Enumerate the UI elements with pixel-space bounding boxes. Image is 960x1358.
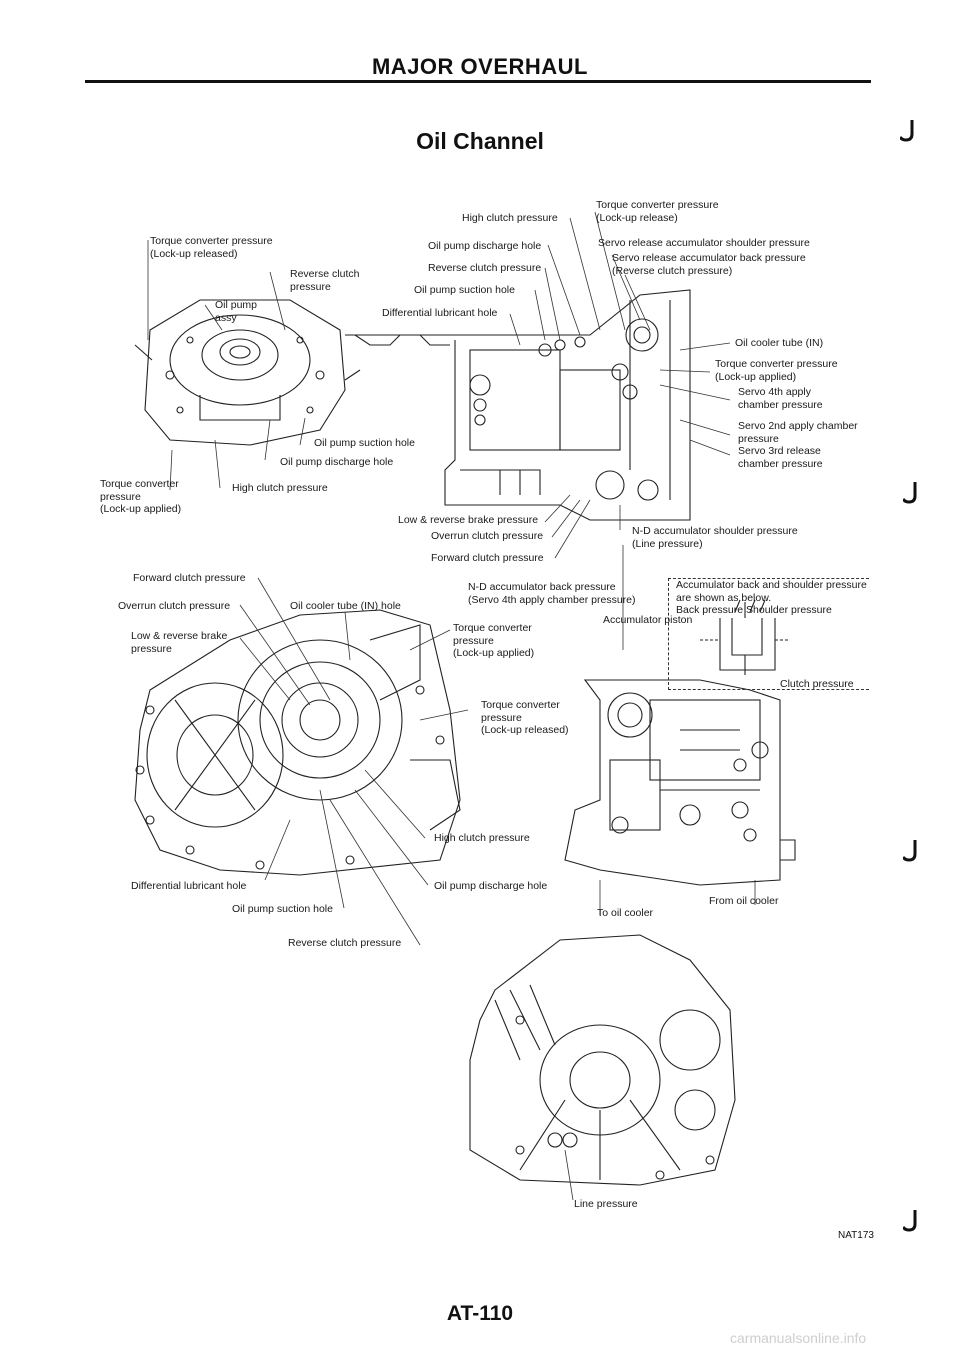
binding-mark-icon — [903, 482, 917, 504]
label-pump-discharge: Oil pump discharge hole — [280, 456, 394, 468]
label-pump-suction-top: Oil pump suction hole — [414, 284, 515, 296]
valve-body-middle-drawing — [564, 679, 796, 886]
page-title: Oil Channel — [416, 128, 544, 154]
page-number: AT-110 — [446, 1302, 514, 1325]
binding-mark-icon — [903, 840, 917, 862]
label-torque-release-right: Torque converter pressure (Lock-up relea… — [596, 199, 719, 224]
label-torque-released: Torque converter pressure (Lock-up relea… — [150, 235, 273, 260]
label-overrun-mid: Overrun clutch pressure — [118, 600, 231, 612]
label-reverse-clutch-mid: Reverse clutch pressure — [288, 937, 402, 949]
label-forward-top: Forward clutch pressure — [431, 552, 544, 564]
label-high-clutch: High clutch pressure — [232, 482, 328, 494]
label-overrun-top: Overrun clutch pressure — [431, 530, 544, 542]
label-pump-discharge-top: Oil pump discharge hole — [428, 240, 542, 252]
label-torque-applied: Torque converter pressure (Lock-up appli… — [100, 478, 182, 515]
label-servo-release-shoulder: Servo release accumulator shoulder press… — [598, 237, 810, 249]
label-pump-discharge-mid: Oil pump discharge hole — [434, 880, 548, 892]
label-accumulator-note: Accumulator back and shoulder pressure a… — [676, 579, 867, 616]
oil-pump-assembly-drawing — [134, 299, 361, 446]
header-rule — [85, 80, 871, 83]
label-low-reverse-top: Low & reverse brake pressure — [398, 514, 539, 526]
label-low-reverse-mid: Low & reverse brake pressure — [131, 630, 228, 655]
label-diff-lubricant-mid: Differential lubricant hole — [131, 880, 247, 892]
label-forward-mid: Forward clutch pressure — [133, 572, 246, 584]
label-servo-2nd: Servo 2nd apply chamber pressure — [738, 420, 858, 445]
label-torque-released-mid: Torque converter pressure (Lock-up relea… — [481, 699, 569, 736]
accumulator-note-box — [668, 578, 869, 690]
label-servo-4th: Servo 4th apply chamber pressure — [738, 386, 823, 411]
label-pump-suction: Oil pump suction hole — [314, 437, 415, 449]
label-torque-applied-right: Torque converter pressure (Lock-up appli… — [715, 358, 838, 383]
label-line-pressure: Line pressure — [574, 1198, 638, 1210]
label-reverse-clutch: Reverse clutch pressure — [290, 268, 360, 293]
label-nd-back: N-D accumulator back pressure (Servo 4th… — [468, 581, 636, 606]
transaxle-case-drawing — [134, 609, 461, 876]
label-nd-shoulder: N-D accumulator shoulder pressure (Line … — [632, 525, 798, 550]
label-clutch-pressure: Clutch pressure — [780, 678, 854, 690]
accumulator-piston-drawing — [700, 599, 790, 675]
label-cooler-hole: Oil cooler tube (IN) hole — [290, 600, 401, 612]
label-from-oil-cooler: From oil cooler — [709, 895, 779, 907]
label-servo-3rd: Servo 3rd release chamber pressure — [738, 445, 823, 470]
transaxle-bottom-drawing — [469, 934, 736, 1186]
section-title: MAJOR OVERHAUL — [371, 54, 588, 79]
label-oil-pump-assy: Oil pump assy — [215, 299, 258, 324]
figure-code: NAT173 — [838, 1230, 874, 1241]
binding-mark-icon — [903, 1210, 917, 1232]
label-to-oil-cooler: To oil cooler — [597, 907, 654, 919]
label-oil-cooler-in: Oil cooler tube (IN) — [735, 337, 824, 349]
label-accumulator-piston: Accumulator piston — [603, 614, 693, 626]
label-pump-suction-mid: Oil pump suction hole — [232, 903, 333, 915]
valve-body-top-drawing — [345, 289, 691, 521]
binding-mark-icon — [900, 120, 914, 142]
label-diff-lubricant-top: Differential lubricant hole — [382, 307, 498, 319]
label-reverse-clutch-top: Reverse clutch pressure — [428, 262, 542, 274]
label-torque-applied-mid: Torque converter pressure (Lock-up appli… — [453, 622, 535, 659]
label-servo-release-back: Servo release accumulator back pressure … — [612, 252, 806, 277]
label-high-clutch-mid: High clutch pressure — [434, 832, 530, 844]
watermark: carmanualsonline.info — [730, 1330, 867, 1346]
label-high-clutch-top: High clutch pressure — [462, 212, 558, 224]
